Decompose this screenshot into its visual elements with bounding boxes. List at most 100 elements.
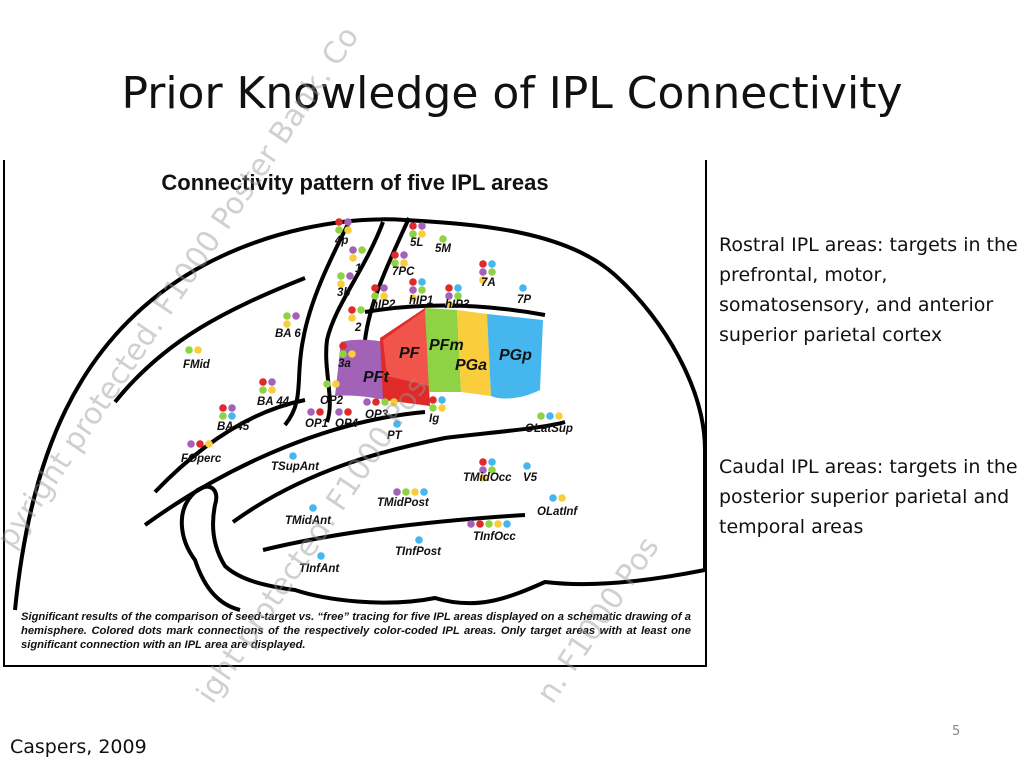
connection-dot-pga [205,440,213,448]
connection-dot-pfop [335,408,343,416]
connection-dot-pga [479,276,487,284]
target-label-hip3: hIP3 [445,299,470,311]
connection-dot-pgp [393,420,401,428]
superior-frontal-sulcus [113,276,306,404]
connection-dot-pfm [185,346,193,354]
ipl-label-pft: PFt [363,369,389,386]
connection-dot-pfop [380,284,388,292]
figure-title: Connectivity pattern of five IPL areas [161,170,549,195]
target-area-tsupant: TSupAnt [271,452,320,473]
slide-title: Prior Knowledge of IPL Connectivity [121,68,903,119]
connection-dot-pga [348,350,356,358]
target-label-3a: 3a [338,358,351,370]
connection-dot-pga [337,280,345,288]
connection-dot-pft [476,520,484,528]
connection-dot-pgp [309,504,317,512]
connection-dot-pfm [537,412,545,420]
pgp-region [487,314,543,399]
connection-dot-pgp [488,458,496,466]
sylvian-fissure [143,410,426,527]
target-area-op1: OP1 [305,408,328,430]
target-area-hip3: hIP3 [445,284,470,311]
intraparietal-sulcus [364,303,546,317]
target-label-7a: 7A [481,277,496,289]
connection-dot-pfop [344,218,352,226]
target-label-ba-6: BA 6 [275,328,301,340]
connection-dot-pfop [479,268,487,276]
connection-dot-pga [400,259,408,267]
target-area-7p: 7P [517,284,531,306]
connection-dot-pfm [391,259,399,267]
target-area-4p: 4p [334,218,352,247]
connection-dot-pfop [363,398,371,406]
connection-dot-pfm [358,246,366,254]
target-label-hip1: hIP1 [409,295,433,307]
ipl-label-pgp: PGp [499,347,532,364]
target-area-olatinf: OLatInf [537,494,578,518]
connection-dot-pga [558,494,566,502]
connection-dot-pfop [187,440,195,448]
target-label-4p: 4p [334,235,348,247]
postcentral-sulcus [363,217,411,341]
connection-dot-pfop [349,246,357,254]
target-area-5m: 5M [435,235,451,255]
central-sulcus [324,221,385,423]
connection-dot-pga [411,488,419,496]
connection-dot-pgp [523,462,531,470]
connection-dot-pgp [420,488,428,496]
connection-dot-pfop [400,251,408,259]
target-label-fmid: FMid [183,359,211,371]
target-area-hip1: hIP1 [409,278,433,307]
connection-dot-pga [344,226,352,234]
target-area-3b: 3b [337,272,354,299]
connection-dot-pfm [488,466,496,474]
ipl-label-pfm: PFm [429,337,464,354]
connection-dot-pfop [346,272,354,280]
connection-dot-pfm [485,520,493,528]
connection-dot-pfm [337,272,345,280]
connection-dot-pga [409,294,417,302]
hemisphere-outline [13,217,705,612]
connection-dot-pga [555,412,563,420]
ipl-label-pf: PF [399,345,421,362]
target-label-tmidpost: TMidPost [377,497,430,509]
connection-dot-pga [494,520,502,528]
target-label-op4: OP4 [335,418,359,430]
target-label-hip2: hIP2 [371,299,396,311]
connection-dot-pfop [445,292,453,300]
connection-dot-pfop [418,222,426,230]
connection-dot-pga [438,404,446,412]
connection-dot-pft [479,260,487,268]
connection-dot-pfm [418,286,426,294]
connection-dot-pft [316,408,324,416]
target-area-7pc: 7PC [391,251,415,278]
connection-dot-pfm [402,488,410,496]
connection-dot-pfop [479,466,487,474]
target-label-ba-45: BA 45 [217,421,250,433]
target-label-5l: 5L [410,237,423,249]
connection-dot-pga [283,320,291,328]
target-area-ba-44: BA 44 [257,378,290,408]
connection-dot-pft [344,408,352,416]
middle-temporal-sulcus [262,513,526,552]
connection-dot-pfm [259,386,267,394]
target-area-op3: OP3 [363,398,398,421]
target-label-1: 1 [355,263,361,275]
target-area-ig: Ig [429,396,446,425]
target-area-tinfant: TInfAnt [299,552,340,575]
target-label-3b: 3b [337,287,350,299]
connection-dot-pft [219,404,227,412]
target-label-tinfocc: TInfOcc [473,531,516,543]
connection-dot-pgp [549,494,557,502]
citation: Caspers, 2009 [10,736,147,758]
target-area-2: 2 [348,306,365,334]
connection-dot-pfop [393,488,401,496]
connection-dot-pga [445,300,453,308]
connection-dot-pfm [409,230,417,238]
target-area-7a: 7A [479,260,496,289]
target-label-v5: V5 [523,472,538,484]
connection-dot-pfm [219,412,227,420]
target-label-7pc: 7PC [392,266,415,278]
